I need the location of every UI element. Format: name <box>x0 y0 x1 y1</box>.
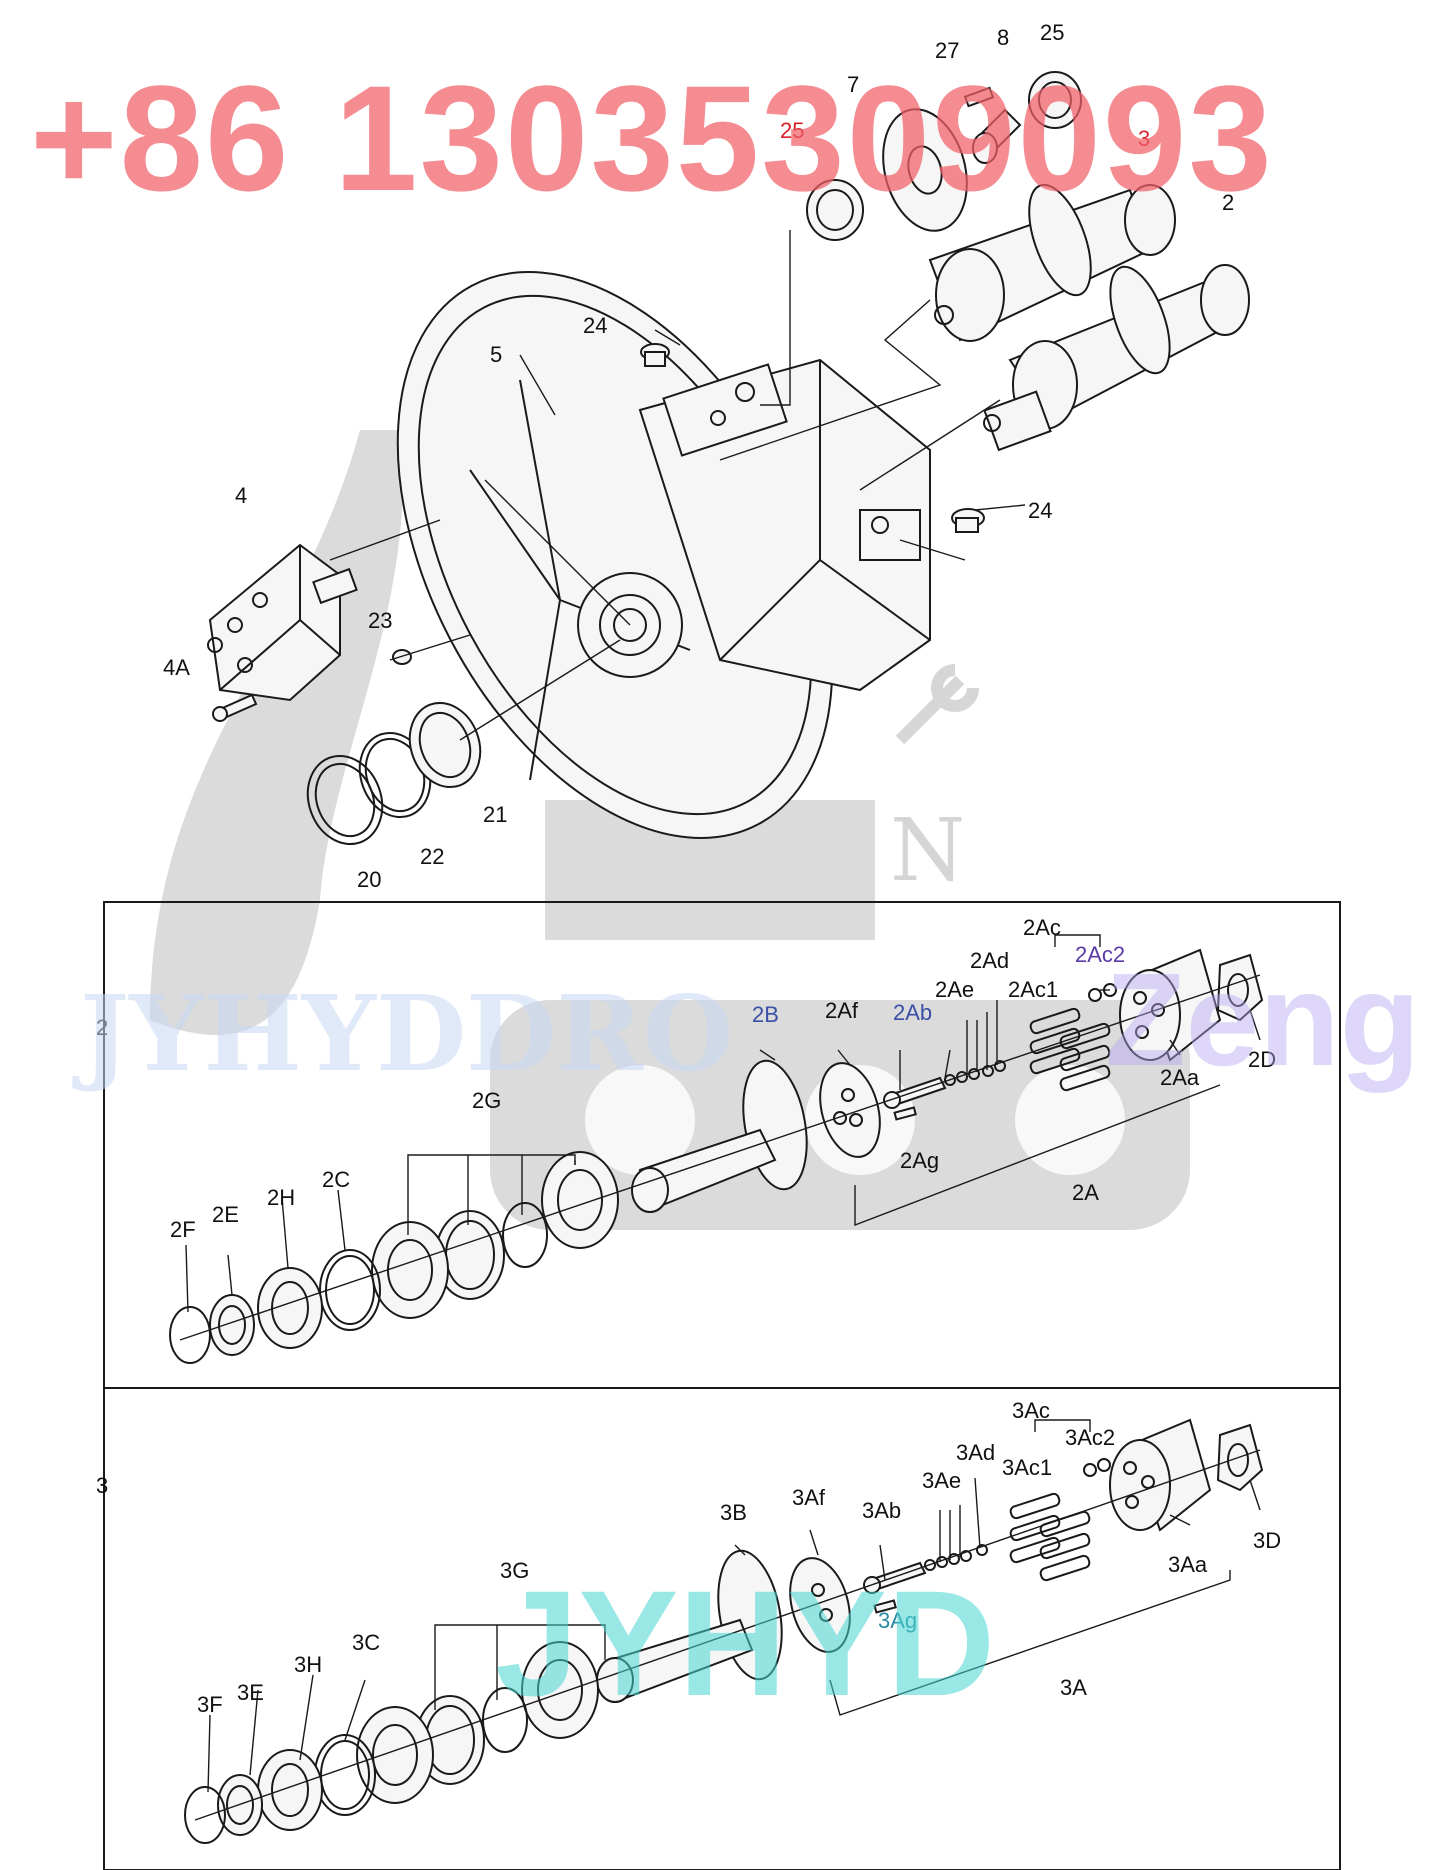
watermark-phone: +86 13035309093 <box>30 54 1274 222</box>
callout-2aa: 2Aa <box>1160 1065 1200 1090</box>
callout-3: 3 <box>1138 126 1150 151</box>
callout-27: 27 <box>935 38 959 63</box>
watermark-brand-top: JYHYDDRO <box>72 972 733 1095</box>
port-block <box>662 363 788 457</box>
rotating-group-2 <box>983 264 1250 452</box>
callout-2ac2: 2Ac2 <box>1075 942 1125 967</box>
watermark-brand-bottom: JYHYD <box>495 1559 995 1727</box>
callout-24-top: 24 <box>583 313 607 338</box>
callout-2ab: 2Ab <box>893 1000 932 1025</box>
callout-2ac: 2Ac <box>1023 915 1061 940</box>
callout-3a: 3A <box>1060 1675 1087 1700</box>
callout-3ac: 3Ac <box>1012 1398 1050 1423</box>
callout-20: 20 <box>357 867 381 892</box>
callout-2c: 2C <box>322 1167 350 1192</box>
bolt-4a <box>212 693 258 722</box>
callout-3f: 3F <box>197 1692 223 1717</box>
callout-3ac1: 3Ac1 <box>1002 1455 1052 1480</box>
callout-3ad: 3Ad <box>956 1440 995 1465</box>
shaft-8 <box>972 108 1022 164</box>
section-3-parts <box>184 1418 1264 1844</box>
callout-3d: 3D <box>1253 1528 1281 1553</box>
bearing-25-left <box>806 179 864 241</box>
section-2-leaders <box>185 934 1261 1313</box>
callout-25-right: 25 <box>1040 20 1064 45</box>
callout-2h: 2H <box>267 1185 295 1210</box>
bearing-25-right <box>1028 71 1082 129</box>
side-mount-block <box>859 509 921 561</box>
callout-2ad: 2Ad <box>970 948 1009 973</box>
callout-2ag: 2Ag <box>900 1148 939 1173</box>
callout-22: 22 <box>420 844 444 869</box>
callout-3g: 3G <box>500 1558 529 1583</box>
housing-spokes <box>469 379 691 781</box>
gear-pump-4 <box>207 543 358 702</box>
wrench-icon <box>895 664 979 745</box>
section-label-2: 2 <box>96 1015 108 1040</box>
rotating-group-3 <box>928 183 1176 342</box>
callout-21: 21 <box>483 802 507 827</box>
callout-3aa: 3Aa <box>1168 1552 1208 1577</box>
seal-ring-21 <box>408 701 482 789</box>
callout-3b: 3B <box>720 1500 747 1525</box>
callout-2g: 2G <box>472 1088 501 1113</box>
top-leader-lines <box>329 230 1026 741</box>
callout-2af: 2Af <box>825 998 859 1023</box>
callout-2ae: 2Ae <box>935 977 974 1002</box>
plug-24-right <box>951 508 985 533</box>
callout-4: 4 <box>235 483 247 508</box>
section-3-leaders <box>207 1419 1261 1793</box>
callout-5: 5 <box>490 342 502 367</box>
callout-2e: 2E <box>212 1202 239 1227</box>
callout-2: 2 <box>1222 190 1234 215</box>
callout-2ac1: 2Ac1 <box>1008 977 1058 1002</box>
callout-3h: 3H <box>294 1652 322 1677</box>
gear-7 <box>882 108 968 232</box>
callout-8: 8 <box>997 25 1009 50</box>
callout-3ae: 3Ae <box>922 1468 961 1493</box>
section-2-parts <box>169 948 1264 1364</box>
callout-4a: 4A <box>163 655 190 680</box>
callout-25-left: 25 <box>780 118 804 143</box>
logo-letters-n: N <box>890 801 965 901</box>
callout-2a: 2A <box>1072 1180 1099 1205</box>
callout-3e: 3E <box>237 1680 264 1705</box>
callout-24-right: 24 <box>1028 498 1052 523</box>
callout-7: 7 <box>847 72 859 97</box>
callout-2d: 2D <box>1248 1047 1276 1072</box>
callout-2f: 2F <box>170 1217 196 1242</box>
section-3-frame <box>103 1387 1341 1870</box>
section-label-3: 3 <box>96 1473 108 1498</box>
plug-23 <box>392 649 412 665</box>
callout-2b: 2B <box>752 1002 779 1027</box>
callout-3af: 3Af <box>792 1485 826 1510</box>
callout-3ag: 3Ag <box>878 1608 917 1633</box>
callout-3c: 3C <box>352 1630 380 1655</box>
watermark-brand-right: Zeng <box>1105 946 1420 1093</box>
callout-3ac2: 3Ac2 <box>1065 1425 1115 1450</box>
key-27 <box>963 86 995 108</box>
callout-23: 23 <box>368 608 392 633</box>
plug-24-top <box>640 343 670 367</box>
callout-3ab: 3Ab <box>862 1498 901 1523</box>
